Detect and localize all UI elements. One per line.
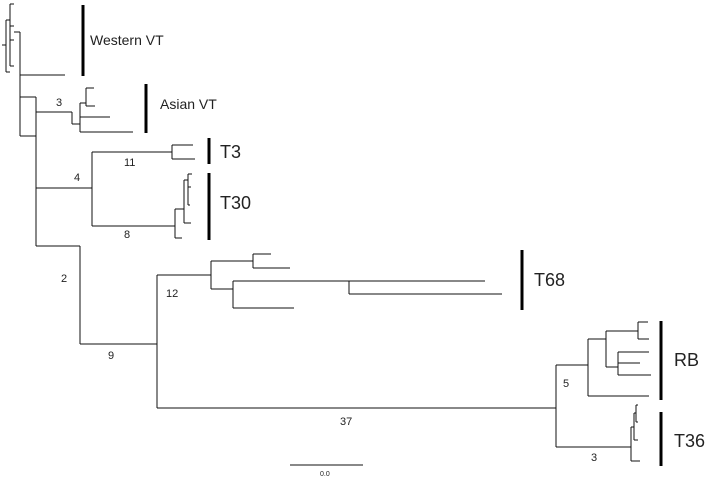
branch-basal [19, 32, 157, 345]
support-t68-node: 12 [166, 288, 178, 300]
clade-labels: Western VT Asian VT T3 T30 T68 RB T36 [90, 32, 705, 451]
clade-label-western-vt: Western VT [90, 32, 164, 48]
branch-t68 [156, 253, 502, 408]
branch-western-vt [2, 3, 65, 98]
support-basal-node: 2 [61, 273, 67, 285]
clade-bars [81, 5, 663, 466]
clade-label-t68: T68 [534, 270, 565, 290]
support-t30-branch: 8 [124, 229, 130, 241]
support-t36-branch: 3 [591, 452, 597, 464]
support-rb-t36-branch: 37 [340, 416, 352, 428]
support-t68-rb-t36-branch: 9 [108, 350, 114, 362]
scale-bar-label: 0.0 [320, 471, 330, 478]
clade-label-rb: RB [674, 350, 699, 370]
support-t3-t30-node: 4 [74, 172, 80, 184]
support-rb-node: 5 [563, 378, 569, 390]
support-labels: 3 4 11 8 2 12 9 37 5 3 [56, 97, 597, 464]
branch-rb-t36 [157, 321, 651, 462]
clade-label-t3: T3 [220, 142, 241, 162]
branch-asian-vt [35, 87, 133, 188]
support-asian-vt-node: 3 [56, 97, 62, 109]
clade-label-t30: T30 [220, 193, 251, 213]
branch-t3-t30 [36, 144, 195, 239]
tree-branches [2, 3, 651, 466]
clade-label-t36: T36 [674, 431, 705, 451]
support-t3-branch: 11 [124, 157, 135, 169]
clade-label-asian-vt: Asian VT [160, 96, 217, 112]
